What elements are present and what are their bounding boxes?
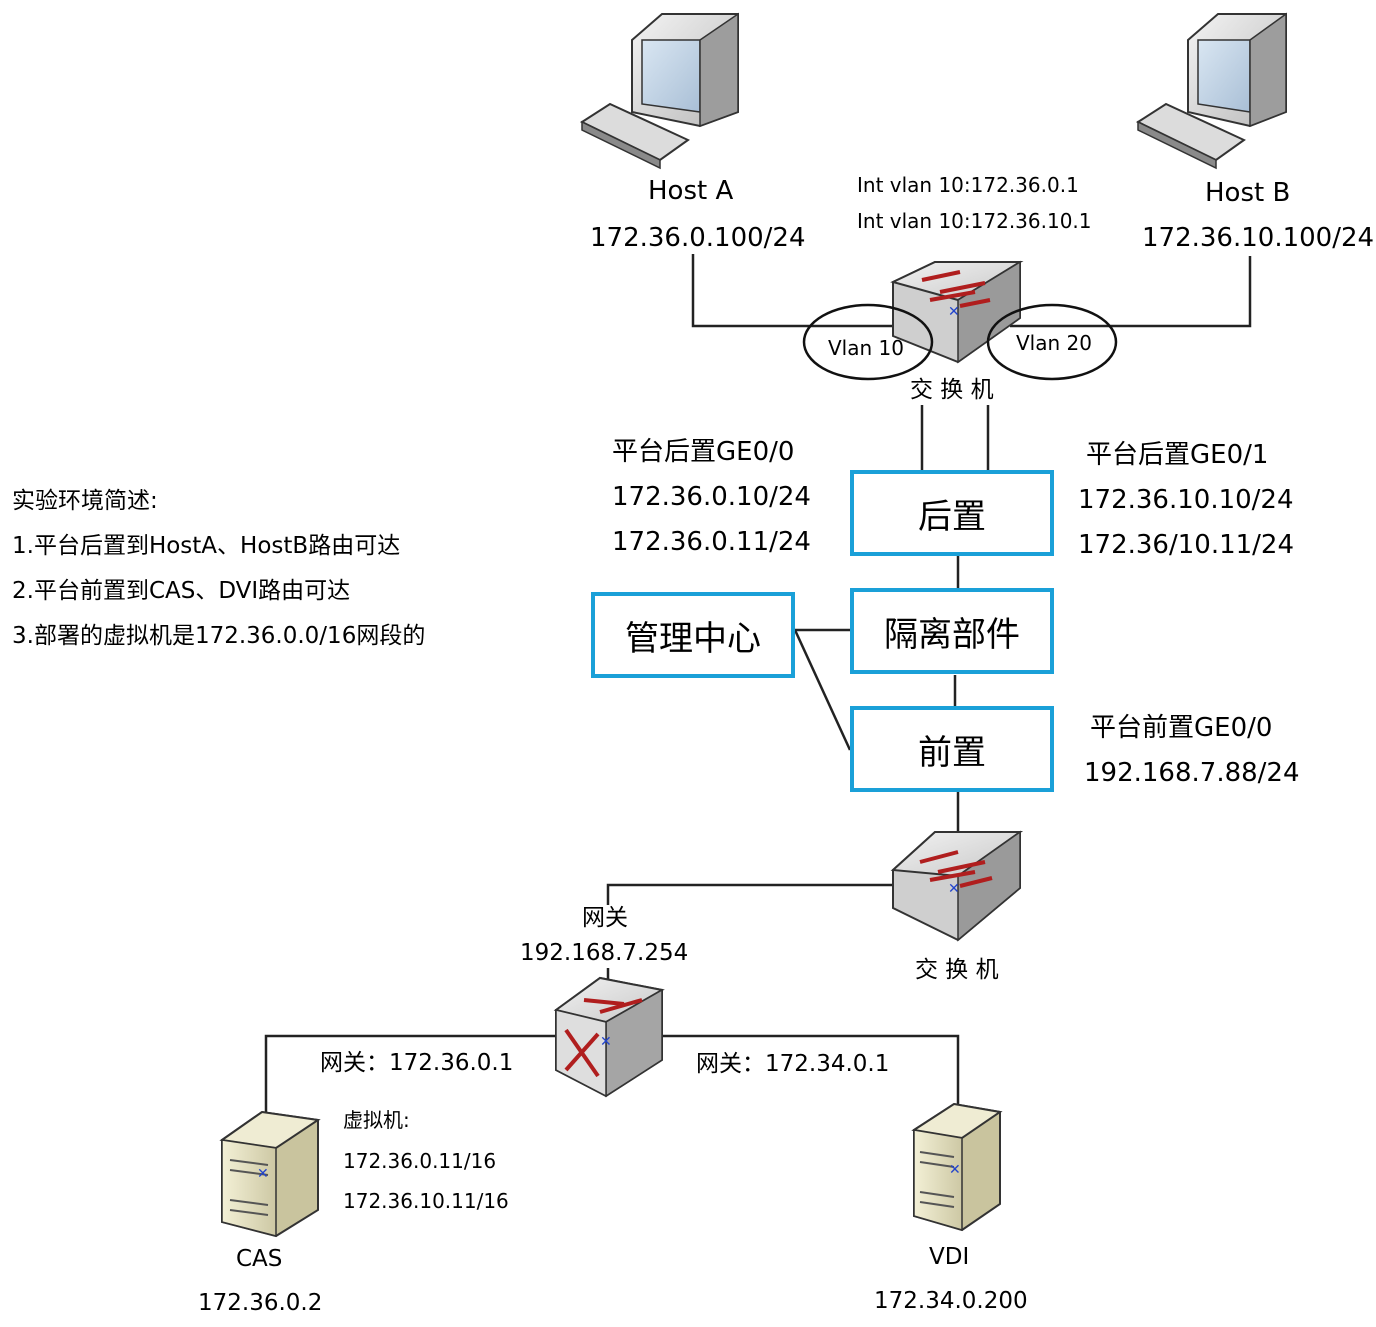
vm-ip1: 172.36.0.11/16 [343,1149,497,1173]
svg-text:✕: ✕ [600,1034,612,1050]
env-title: 实验环境简述: [12,488,158,514]
rear-right-ip1: 172.36.10.10/24 [1078,485,1294,515]
host-b-computer-icon [1135,12,1287,170]
cas-ip: 172.36.0.2 [198,1290,323,1316]
cas-server-icon: ✕ [219,1110,321,1238]
svg-text:✕: ✕ [949,1162,961,1178]
env-line-3: 3.部署的虚拟机是172.36.0.0/16网段的 [12,623,426,649]
host-a-ip: 172.36.0.100/24 [590,223,806,253]
gateway-top-ip: 192.168.7.254 [520,940,689,966]
vm-ip2: 172.36.10.11/16 [343,1189,509,1213]
front-ip: 192.168.7.88/24 [1084,758,1300,788]
rear-left-ip1: 172.36.0.10/24 [612,482,811,512]
host-b-name: Host B [1205,178,1291,208]
host-b-ip: 172.36.10.100/24 [1142,223,1375,253]
gateway-right: 网关：172.34.0.1 [696,1051,890,1077]
env-line-1: 1.平台后置到HostA、HostB路由可达 [12,533,401,559]
cas-name: CAS [236,1246,283,1272]
vm-title: 虚拟机: [343,1108,410,1132]
vlan-20-label: Vlan 20 [1016,331,1092,355]
int-vlan-2-label: Int vlan 10:172.36.10.1 [857,209,1092,233]
vdi-name: VDI [929,1244,970,1270]
rear-right-title: 平台后置GE0/1 [1086,440,1269,470]
core-switch-icon: ✕ [890,260,1024,364]
svg-text:✕: ✕ [948,881,960,897]
int-vlan-1-label: Int vlan 10:172.36.0.1 [857,173,1079,197]
front-title: 平台前置GE0/0 [1090,713,1273,743]
vdi-ip: 172.34.0.200 [874,1288,1028,1314]
rear-box: 后置 [850,470,1054,556]
vlan-20-ellipse [986,303,1118,381]
rear-left-ip2: 172.36.0.11/24 [612,527,811,557]
env-line-2: 2.平台前置到CAS、DVI路由可达 [12,578,351,604]
svg-text:✕: ✕ [257,1166,269,1182]
lower-switch-label: 交 换 机 [915,957,999,983]
rear-left-title: 平台后置GE0/0 [612,437,795,467]
lower-switch-icon: ✕ [890,830,1024,942]
router-icon: ✕ [553,976,665,1098]
host-a-name: Host A [648,176,734,206]
core-switch-label: 交 换 机 [910,377,994,403]
connection-lines [264,254,1252,1120]
isolation-box: 隔离部件 [850,588,1054,674]
mgmt-center-box: 管理中心 [591,592,795,678]
gateway-top-label: 网关 [582,905,628,931]
front-box: 前置 [850,706,1054,792]
vdi-server-icon: ✕ [911,1102,1003,1232]
rear-right-ip2: 172.36/10.11/24 [1078,530,1295,560]
vlan-10-ellipse [802,303,934,381]
svg-text:✕: ✕ [948,304,960,320]
host-a-computer-icon [579,12,739,170]
vlan-10-label: Vlan 10 [828,336,904,360]
gateway-left: 网关：172.36.0.1 [320,1050,514,1076]
